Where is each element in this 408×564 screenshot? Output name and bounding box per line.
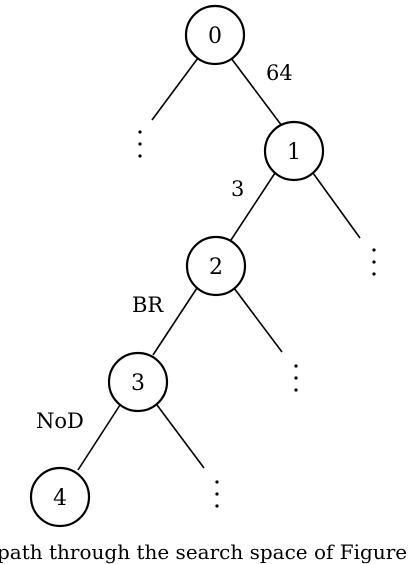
node-label-3: 3: [131, 371, 145, 396]
tree-node-3: 3: [107, 351, 169, 413]
tree-node-2: 2: [185, 235, 247, 297]
tree-node-1: 1: [263, 120, 325, 182]
edge-label-2-3: BR: [132, 293, 164, 317]
node-label-0: 0: [208, 24, 222, 49]
ellipsis-node-2: [294, 364, 298, 392]
figure-caption: path through the search space of Figure …: [0, 540, 408, 564]
edge-0-ellipsis: [151, 57, 199, 121]
search-tree-diagram: 0 1 2 3 4 64 3 BR NoD ⋮: [29, 4, 376, 528]
edge-2-3: [152, 287, 198, 356]
edge-label-0-1: 64: [266, 61, 293, 85]
caption-text: path through the search space of Figure: [0, 540, 408, 564]
edge-3-ellipsis: [156, 404, 205, 469]
edge-label-3-4: NoD: [36, 409, 84, 433]
ellipsis-node-1: [372, 248, 376, 276]
ellipsis-node-3: [215, 480, 219, 508]
node-label-4: 4: [53, 486, 67, 511]
edge-label-1-2: 3: [231, 177, 244, 201]
tree-node-4: 4: [29, 466, 91, 528]
edge-1-2: [230, 172, 276, 241]
edge-1-ellipsis: [312, 172, 361, 239]
tree-node-0: 0: [184, 4, 246, 66]
edge-2-ellipsis: [233, 287, 283, 353]
node-label-1: 1: [287, 140, 301, 165]
edge-3-4: [77, 404, 121, 471]
node-label-2: 2: [209, 255, 223, 280]
edge-0-1: [230, 57, 283, 127]
ellipsis-node-0: [138, 130, 142, 158]
